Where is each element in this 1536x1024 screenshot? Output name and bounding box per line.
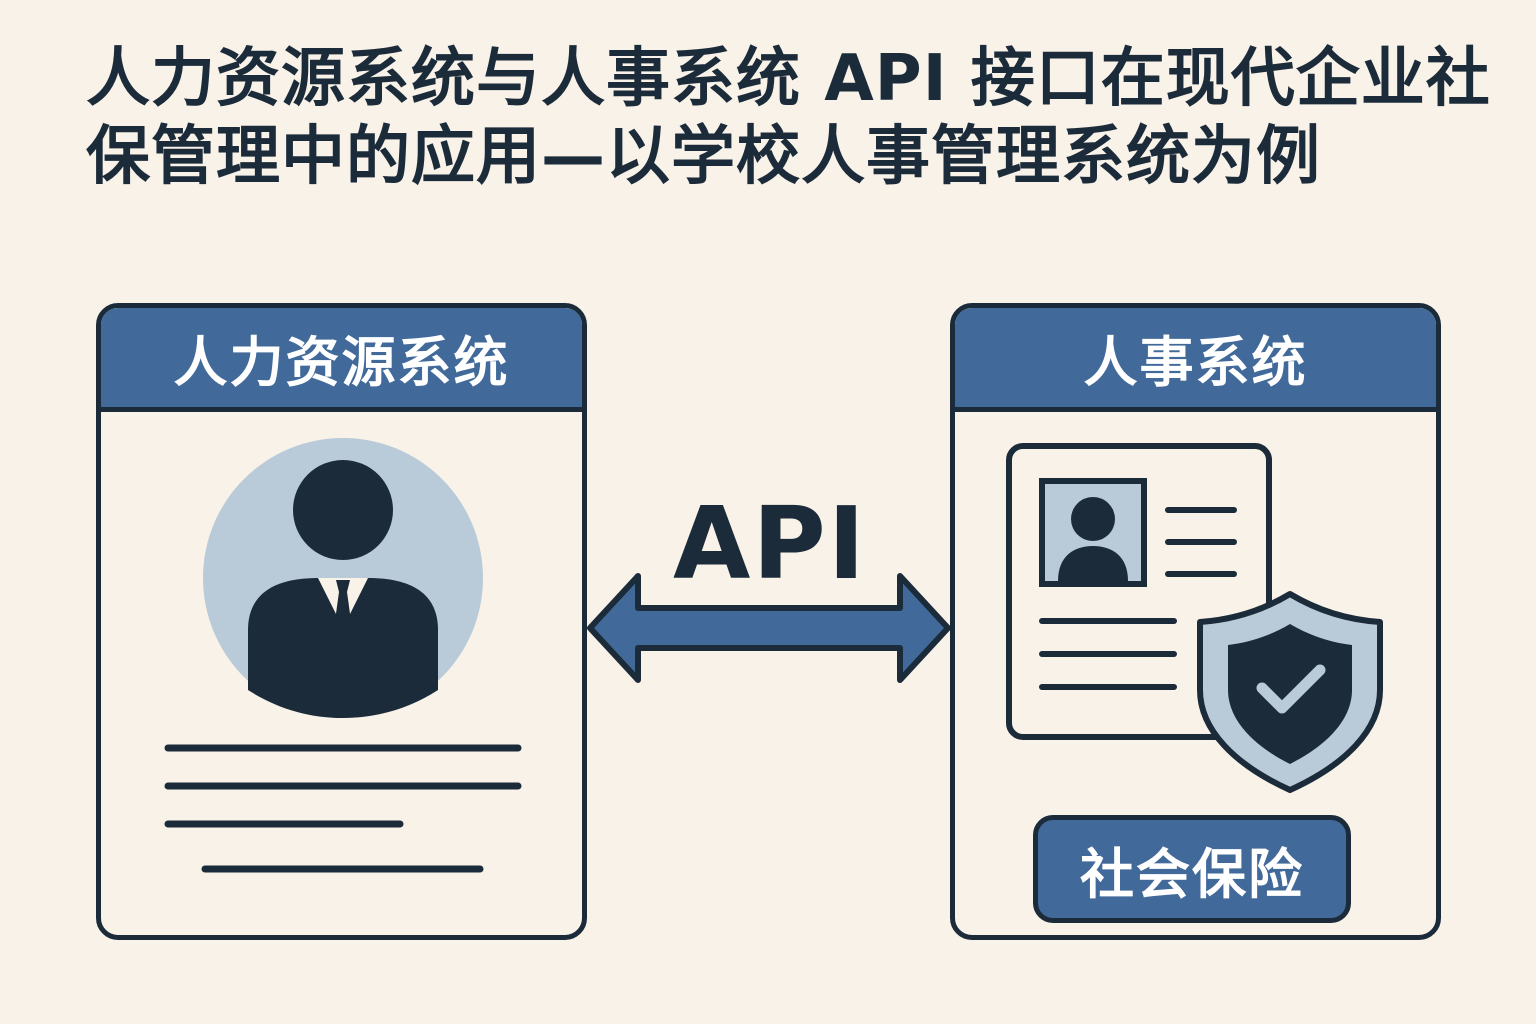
personnel-system-header: 人事系统: [955, 308, 1436, 412]
social-insurance-badge: 社会保险: [1033, 815, 1351, 923]
page-title: 人力资源系统与人事系统 API 接口在现代企业社保管理中的应用—以学校人事管理系…: [86, 42, 1491, 194]
hr-system-header: 人力资源系统: [101, 308, 582, 412]
hr-text-lines: [164, 744, 522, 873]
api-label: API: [673, 485, 867, 602]
double-arrow-icon: [587, 573, 951, 683]
shield-check-icon: [1197, 591, 1383, 793]
person-avatar-icon: [203, 438, 483, 718]
hr-system-panel: 人力资源系统: [96, 303, 587, 940]
